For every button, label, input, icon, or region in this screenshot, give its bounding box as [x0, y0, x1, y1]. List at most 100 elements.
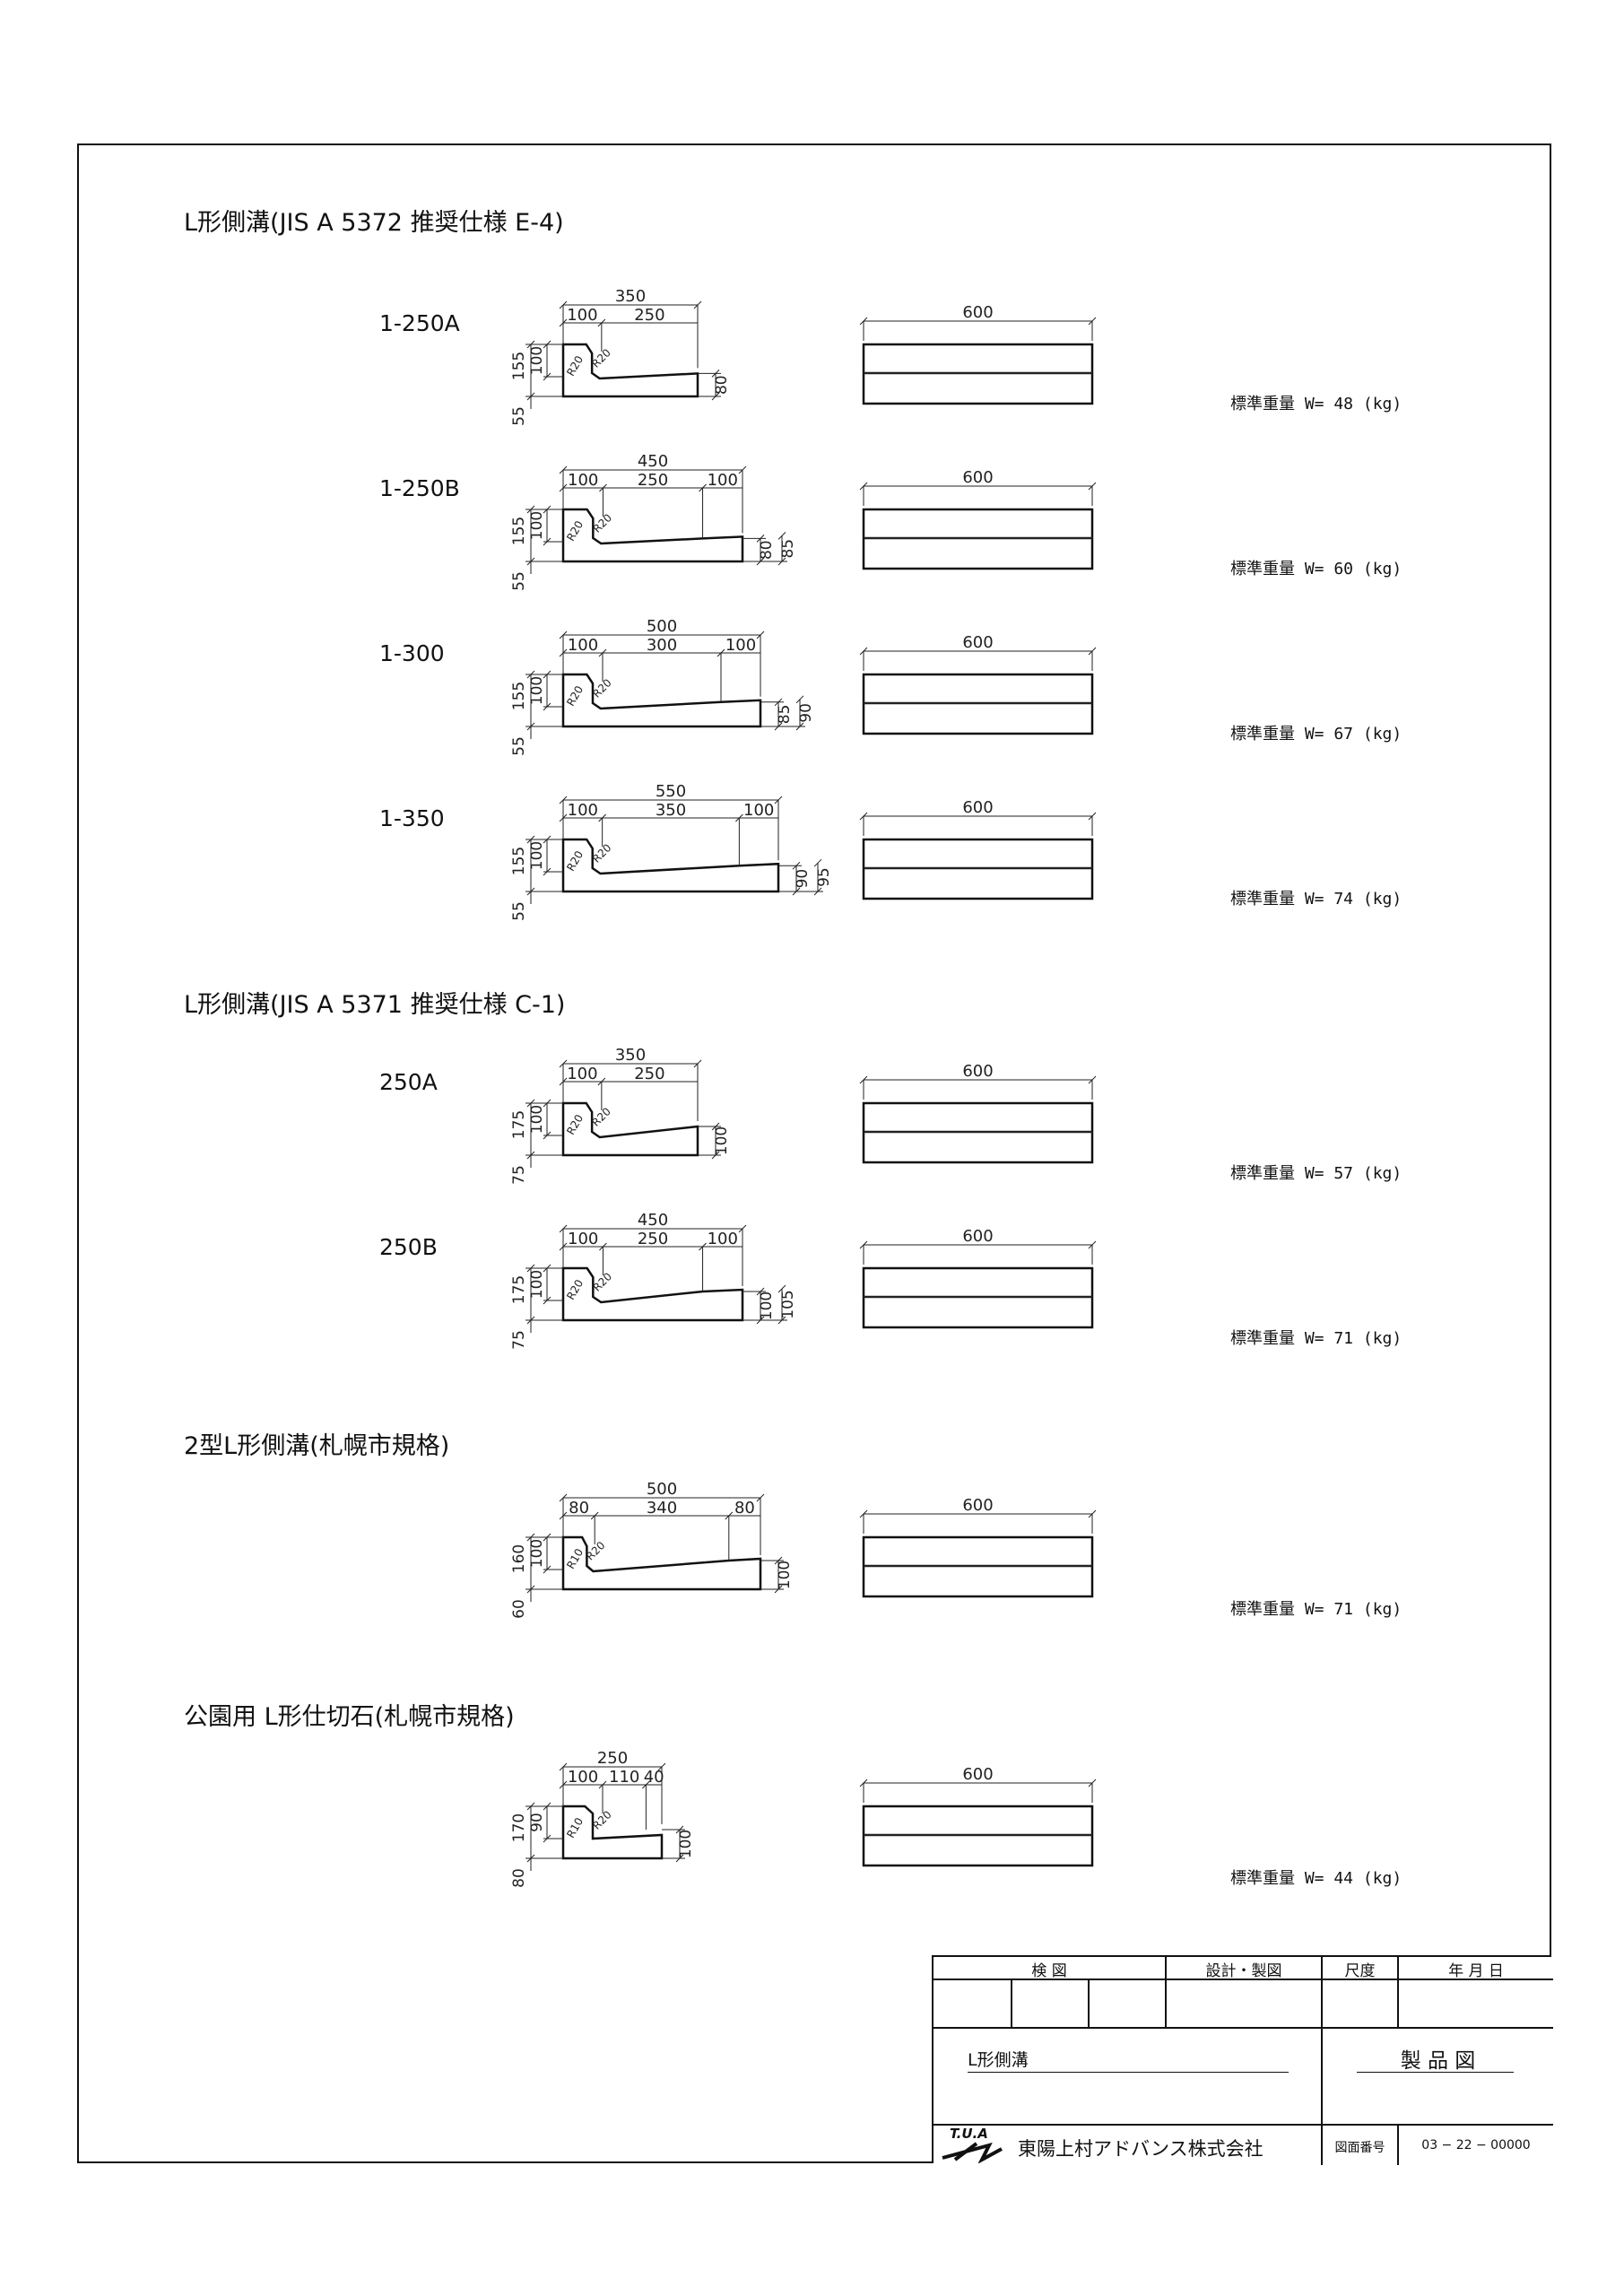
- dimension-tick: [813, 887, 822, 896]
- dimension-tick: [526, 670, 535, 679]
- dimension-tick: [774, 722, 783, 731]
- radius-label: R20: [564, 518, 586, 543]
- dimension-tick: [543, 867, 551, 876]
- height-total-label: 160: [510, 1544, 528, 1573]
- logo-mark-icon: [942, 2142, 1003, 2163]
- dimension-tick: [774, 1585, 783, 1594]
- dimension-tick: [711, 1151, 720, 1160]
- total-width-label: 450: [638, 452, 668, 471]
- drawing-type: 製 品 図: [1400, 2049, 1476, 2073]
- segment-label: 40: [644, 1768, 664, 1787]
- radius-label: R20: [591, 1270, 615, 1294]
- drawing-number: 03 − 22 − 00000: [1421, 2138, 1531, 2152]
- dimension-tick: [599, 483, 607, 492]
- dimension-tick: [526, 722, 535, 731]
- dimension-tick: [813, 858, 822, 867]
- dimension-tick: [598, 1780, 607, 1789]
- dimension-tick: [526, 557, 535, 566]
- company-name: 東陽上村アドバンス株式会社: [1018, 2138, 1264, 2160]
- weight-label: 標準重量 W= 67 (kg): [1230, 725, 1403, 744]
- dimension-tick: [774, 1556, 783, 1565]
- weight-label: 標準重量 W= 48 (kg): [1230, 395, 1403, 413]
- dimension-tick: [559, 1242, 568, 1251]
- dimension-tick: [859, 1509, 868, 1518]
- dimension-tick: [543, 1296, 551, 1305]
- total-width-label: 350: [615, 1046, 646, 1065]
- dimension-tick: [526, 1264, 535, 1273]
- weight-label: 標準重量 W= 71 (kg): [1230, 1329, 1403, 1348]
- dimension-tick: [543, 1834, 551, 1843]
- cross-section-outline: [561, 1805, 664, 1860]
- length-label: 600: [962, 1496, 993, 1515]
- weight-label: 標準重量 W= 71 (kg): [1230, 1600, 1403, 1619]
- section-title: L形側溝(JIS A 5371 推奨仕様 C-1): [184, 991, 566, 1019]
- height-lower-label: 55: [510, 406, 528, 426]
- weight-label: 標準重量 W= 60 (kg): [1230, 560, 1403, 578]
- dimension-tick: [559, 1077, 568, 1086]
- cross-section-outline: [561, 673, 762, 728]
- height-total-label: 155: [510, 847, 528, 875]
- length-label: 600: [962, 633, 993, 652]
- height-upper-label: 100: [528, 676, 546, 705]
- dimension-tick: [598, 813, 606, 822]
- dimension-tick: [526, 1802, 535, 1811]
- length-label: 600: [962, 1062, 993, 1081]
- right-height-label: 85: [779, 539, 797, 559]
- dimension-tick: [756, 1316, 765, 1325]
- segment-label: 340: [647, 1499, 677, 1518]
- dimension-tick: [559, 1780, 568, 1789]
- dimension-tick: [543, 835, 551, 844]
- check-label: 検 図: [1031, 1962, 1067, 1980]
- design-label: 設計・製図: [1205, 1962, 1282, 1980]
- height-lower-label: 80: [510, 1868, 528, 1888]
- dimension-tick: [792, 887, 801, 896]
- total-width-label: 250: [597, 1749, 628, 1768]
- length-label: 600: [962, 1765, 993, 1784]
- right-height-label: 90: [794, 869, 812, 889]
- scale-label: 尺度: [1344, 1962, 1376, 1980]
- dimension-tick: [795, 695, 804, 704]
- cross-section-outline: [561, 508, 744, 563]
- dimension-tick: [1088, 482, 1097, 491]
- dimension-tick: [543, 670, 551, 679]
- dimension-tick: [543, 505, 551, 514]
- radius-label: R20: [564, 1112, 586, 1136]
- dimension-tick: [526, 340, 535, 349]
- product-code: 1-350: [379, 805, 445, 831]
- dimension-tick: [597, 318, 606, 327]
- product-code: 1-300: [379, 640, 445, 666]
- segment-label: 250: [638, 1230, 668, 1248]
- cross-section-outline: [561, 838, 780, 893]
- total-width-label: 500: [647, 1480, 677, 1499]
- dimension-tick: [859, 812, 868, 821]
- segment-label: 100: [567, 1065, 597, 1083]
- dimension-tick: [543, 1802, 551, 1811]
- cross-section-outline: [561, 1101, 699, 1157]
- dimension-tick: [756, 535, 765, 543]
- segment-label: 250: [638, 471, 668, 490]
- dimension-tick: [1088, 647, 1097, 656]
- dimension-tick: [859, 317, 868, 326]
- dimension-tick: [777, 1316, 786, 1325]
- dimension-tick: [777, 1284, 786, 1293]
- dimension-tick: [774, 698, 783, 707]
- dimension-tick: [675, 1854, 684, 1863]
- dimension-tick: [543, 1533, 551, 1542]
- dimension-tick: [735, 813, 743, 822]
- total-width-label: 450: [638, 1211, 668, 1230]
- dimension-tick: [543, 1264, 551, 1273]
- segment-label: 250: [634, 306, 664, 325]
- total-width-label: 350: [615, 287, 646, 306]
- dimension-tick: [777, 557, 786, 566]
- product-code: 1-250A: [379, 310, 460, 336]
- dimension-tick: [526, 392, 535, 401]
- total-width-label: 500: [647, 617, 677, 636]
- height-upper-label: 100: [528, 1105, 546, 1134]
- dimension-tick: [559, 1511, 568, 1520]
- segment-label: 350: [656, 801, 686, 820]
- dimension-tick: [597, 1077, 606, 1086]
- dimension-tick: [711, 392, 720, 401]
- dimension-tick: [526, 1533, 535, 1542]
